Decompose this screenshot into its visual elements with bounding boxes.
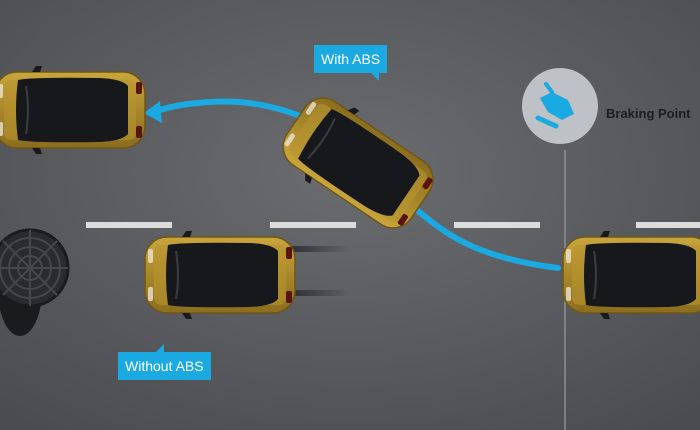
skid-marks [290,246,350,296]
braking-point-label: Braking Point [606,106,691,121]
manhole-cover-icon [0,228,70,336]
with-abs-label-pointer [371,73,380,81]
with-abs-label-text: With ABS [321,51,381,67]
with-abs-label: With ABS [314,45,388,81]
lane-markings [86,222,700,228]
abs-path-arrowhead [144,101,162,123]
car-with-abs-end [0,65,146,155]
without-abs-label-text: Without ABS [125,358,204,374]
car-without-abs [144,230,296,320]
car-start [562,230,700,320]
without-abs-label-pointer [156,344,164,352]
without-abs-label: Without ABS [118,344,211,380]
brake-pedal-icon [535,82,574,129]
